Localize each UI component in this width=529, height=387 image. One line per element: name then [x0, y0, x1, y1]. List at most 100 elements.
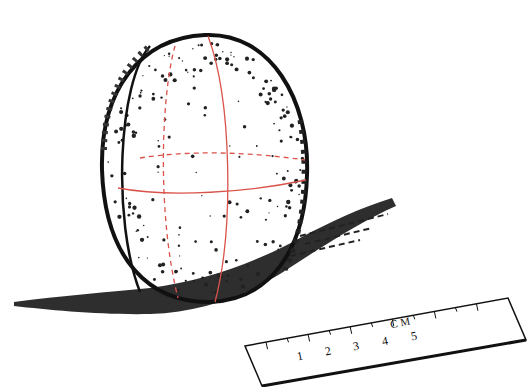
stipple-dot	[218, 57, 222, 61]
ruler-tick	[287, 338, 289, 342]
stipple-dot	[168, 135, 171, 138]
stipple-dot	[143, 225, 145, 227]
stipple-dot	[132, 134, 136, 138]
stipple-dot	[225, 260, 228, 263]
stipple-dot	[164, 55, 165, 56]
stipple-dot	[157, 171, 158, 172]
stipple-dot	[148, 65, 150, 67]
stipple-dot	[137, 214, 141, 218]
ruler-tick	[266, 342, 268, 349]
stipple-dot	[180, 293, 181, 294]
stipple-dot	[140, 92, 142, 94]
stipple-dot	[288, 206, 291, 209]
surface-stipple	[107, 42, 304, 294]
stipple-dot	[185, 280, 187, 282]
stipple-dot	[271, 240, 274, 243]
stipple-dot	[204, 283, 208, 287]
stipple-dot	[204, 106, 207, 109]
stipple-dot	[223, 214, 226, 217]
stipple-dot	[272, 88, 276, 92]
stipple-dot	[119, 127, 123, 131]
stipple-dot	[269, 97, 272, 100]
stipple-dot	[225, 61, 229, 65]
stipple-dot	[245, 209, 249, 213]
stipple-dot	[243, 125, 246, 128]
stipple-dot	[187, 72, 188, 73]
stipple-dot	[291, 136, 293, 138]
stipple-dot	[177, 289, 180, 292]
stipple-dot	[114, 200, 117, 203]
stipple-dot	[286, 110, 290, 114]
stipple-dot	[262, 87, 265, 90]
stipple-dot	[259, 93, 263, 97]
stipple-dot	[154, 69, 157, 72]
stipple-dot	[268, 212, 269, 213]
stipple-dot	[225, 280, 228, 283]
stipple-dot	[282, 177, 286, 181]
stipple-dot	[285, 205, 288, 208]
stipple-dot	[235, 67, 239, 71]
stipple-dot	[241, 284, 245, 288]
stipple-dot	[297, 184, 301, 188]
stipple-dot	[281, 94, 284, 97]
stipple-dot	[117, 141, 120, 144]
stipple-dot	[266, 101, 270, 105]
stipple-dot	[284, 214, 287, 217]
stipple-dot	[236, 202, 239, 205]
stipple-dot	[209, 61, 213, 65]
stipple-dot	[203, 56, 207, 60]
stipple-dot	[157, 165, 160, 168]
ruler-tick	[476, 304, 478, 311]
stipple-dot	[193, 75, 195, 77]
stipple-dot	[296, 138, 299, 141]
stipple-dot	[161, 74, 165, 78]
stipple-dot	[151, 97, 155, 101]
stipple-dot	[192, 48, 193, 49]
ruler-tick	[350, 327, 352, 334]
ruler-tick	[413, 315, 415, 319]
stone-outline	[102, 35, 307, 302]
stipple-dot	[120, 107, 122, 109]
stipple-dot	[252, 76, 255, 79]
stipple-dot	[277, 249, 279, 251]
stipple-dot	[208, 271, 212, 275]
stipple-dot	[138, 257, 140, 259]
stipple-dot	[233, 56, 234, 57]
stipple-dot	[286, 106, 287, 107]
stipple-dot	[298, 194, 299, 195]
stipple-dot	[248, 71, 252, 75]
stipple-dot	[163, 78, 167, 82]
stipple-dot	[173, 78, 177, 82]
stipple-dot	[140, 89, 142, 91]
stipple-dot	[256, 145, 258, 147]
stipple-dot	[264, 79, 268, 83]
stipple-dot	[158, 145, 161, 148]
stipple-dot	[280, 116, 283, 119]
stipple-dot	[204, 114, 206, 116]
scale-ruler	[245, 298, 526, 386]
ruler-tick	[329, 331, 331, 335]
stipple-dot	[287, 170, 289, 172]
stipple-dot	[271, 155, 273, 157]
stipple-dot	[161, 270, 165, 274]
stipple-dot	[132, 130, 136, 134]
stipple-dot	[179, 255, 180, 256]
stipple-dot	[256, 240, 259, 243]
stipple-dot	[246, 264, 249, 267]
stipple-dot	[277, 206, 279, 208]
stipple-dot	[225, 57, 229, 61]
stipple-dot	[268, 92, 272, 96]
stipple-dot	[235, 259, 238, 262]
stipple-dot	[182, 60, 183, 61]
stipple-dot	[174, 270, 178, 274]
stipple-dot	[138, 94, 141, 97]
stipple-dot	[276, 173, 278, 175]
stipple-dot	[179, 226, 182, 229]
stipple-dot	[194, 240, 197, 243]
stipple-dot	[240, 216, 243, 219]
stipple-dot	[200, 43, 203, 46]
stipple-dot	[107, 161, 109, 163]
ruler-tick	[371, 323, 373, 327]
stipple-dot	[216, 43, 219, 46]
